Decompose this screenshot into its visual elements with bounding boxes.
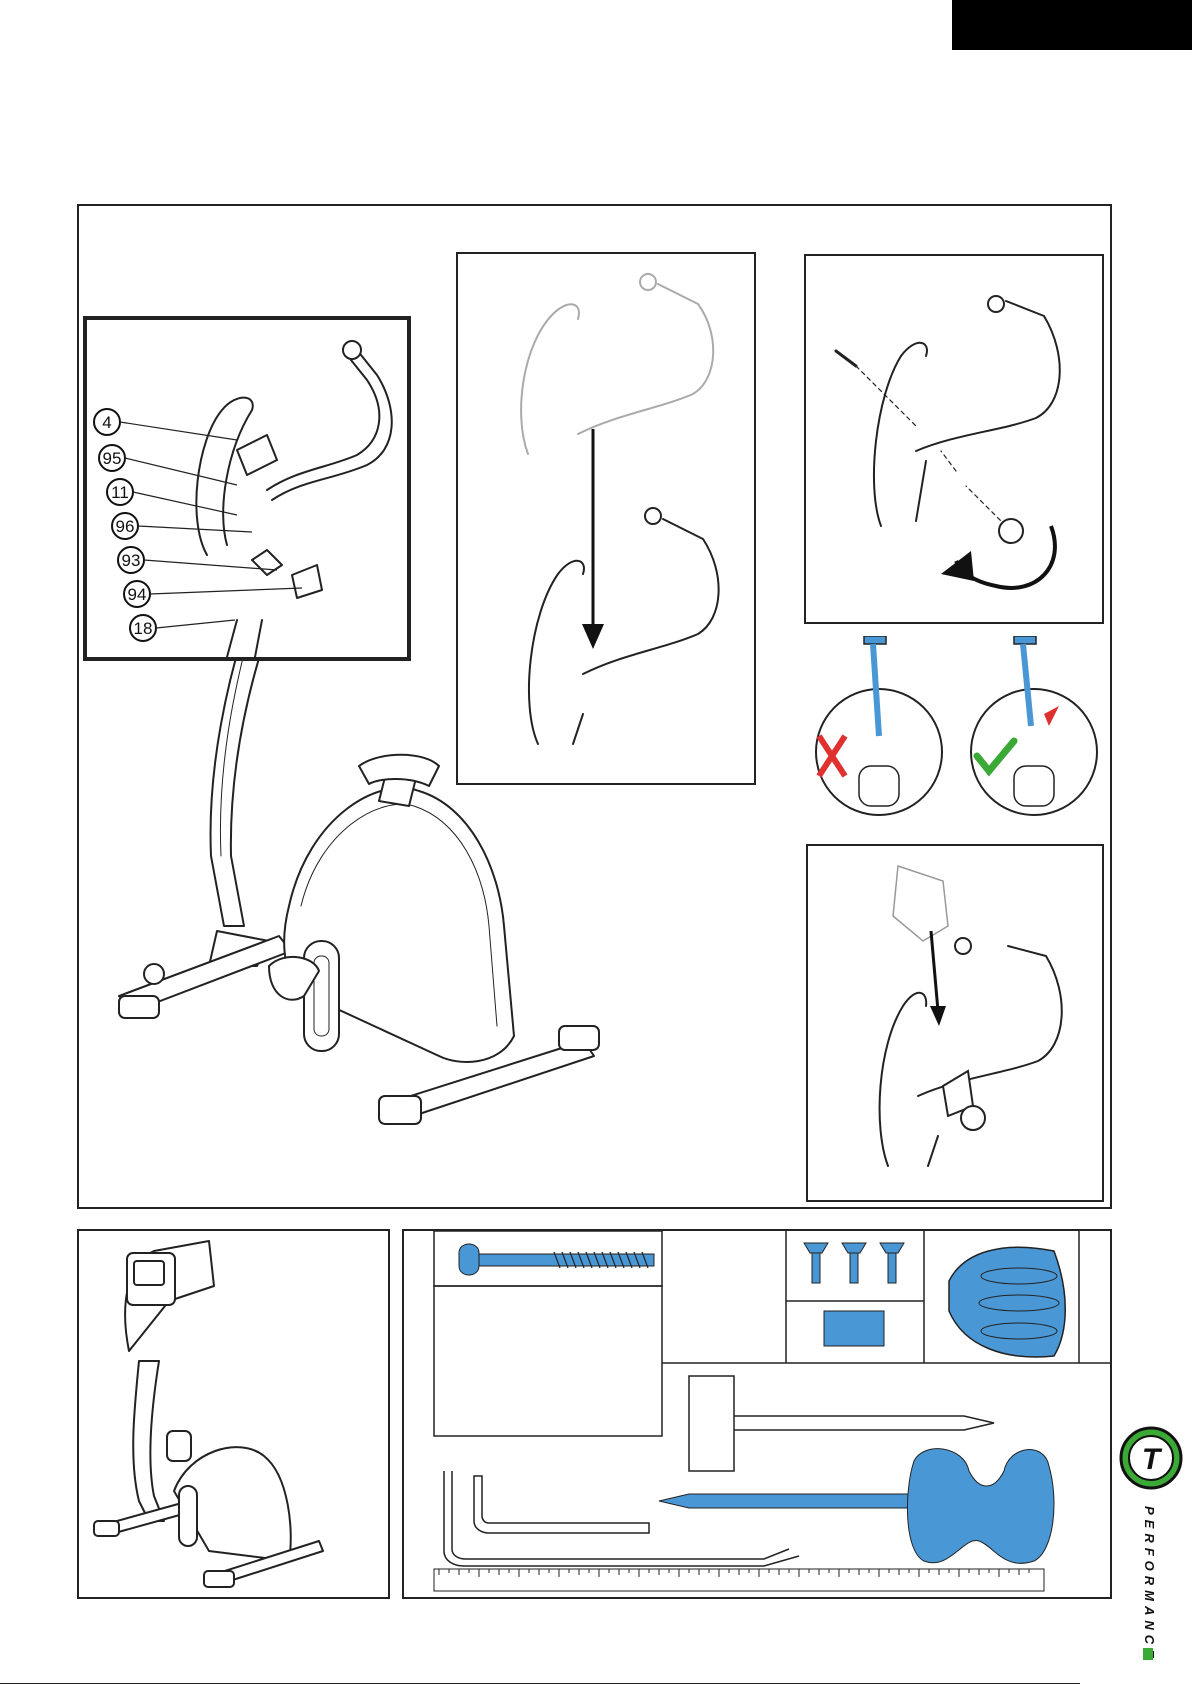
console-mount-drawing [808, 846, 1102, 1200]
hardware-panel [402, 1229, 1112, 1599]
callout-11: 11 [107, 479, 133, 505]
callout-group: 4 95 11 96 93 94 18 [94, 409, 156, 641]
svg-text:93: 93 [122, 551, 141, 570]
complete-bike-panel [77, 1229, 390, 1599]
cable-routing-drawing [809, 636, 1109, 816]
handlebar-exploded-inset: 4 95 11 96 93 94 18 [83, 316, 411, 661]
complete-bike-drawing [79, 1231, 388, 1597]
cable-routing-check [809, 636, 1109, 816]
rotate-arrow-icon [941, 526, 1055, 588]
bolt-insertion-inset [804, 254, 1104, 624]
svg-text:T: T [1142, 1443, 1163, 1476]
callout-94: 94 [124, 581, 150, 607]
handlebar-mount-drawing [458, 254, 754, 783]
callout-95: 95 [99, 445, 125, 471]
callout-93: 93 [118, 547, 144, 573]
spacer-93-icon [824, 1311, 884, 1346]
brand-name: PERFORMANCE [1142, 1506, 1157, 1663]
ruler-icon [434, 1569, 1044, 1591]
svg-text:95: 95 [103, 449, 122, 468]
bolt-insertion-drawing [806, 256, 1102, 622]
arrow-icon [582, 429, 604, 649]
brand-accent-bar [1143, 1648, 1153, 1660]
arrow-icon [930, 931, 946, 1026]
callout-4: 4 [94, 409, 120, 435]
hex-keys-icon [444, 1471, 799, 1566]
screwdriver-icon [659, 1449, 1054, 1564]
svg-text:96: 96 [116, 517, 135, 536]
handlebar-mount-inset [456, 252, 756, 785]
callout-96: 96 [112, 513, 138, 539]
svg-text:18: 18 [134, 619, 153, 638]
assembly-panel: 4 95 11 96 93 94 18 [77, 204, 1112, 1209]
handlebar-exploded-drawing: 4 95 11 96 93 94 18 [87, 320, 407, 657]
screws-96-icon [804, 1243, 904, 1283]
svg-text:4: 4 [102, 413, 111, 432]
footer-rule [0, 1683, 1080, 1684]
svg-text:11: 11 [111, 483, 129, 502]
header-tab [952, 0, 1192, 50]
brand-logo: T [1118, 1425, 1188, 1495]
console-mount-inset [806, 844, 1104, 1202]
knob-94-icon [949, 1247, 1065, 1357]
svg-text:94: 94 [128, 585, 147, 604]
bolt-95-icon [459, 1244, 654, 1275]
hardware-drawing [404, 1231, 1110, 1597]
callout-18: 18 [130, 615, 156, 641]
brand-logo-mark: T [1118, 1425, 1184, 1491]
